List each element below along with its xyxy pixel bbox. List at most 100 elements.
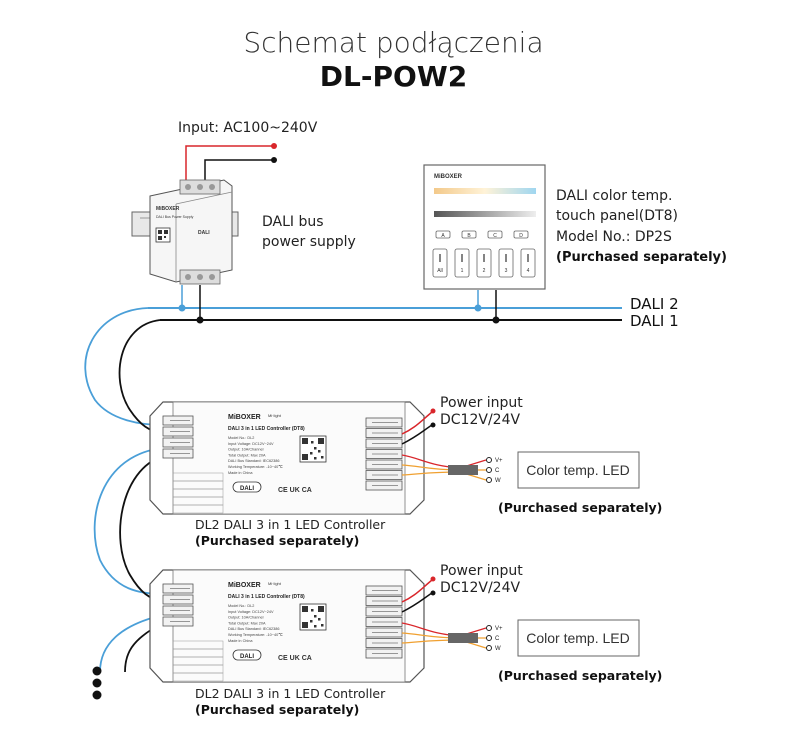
qr-module <box>310 452 313 455</box>
psu-device-text: DALI Bus Power Supply <box>156 215 194 219</box>
panel-switch <box>476 248 492 278</box>
controller-logo: MiBOXER <box>228 414 261 421</box>
qr-module <box>311 609 314 612</box>
model-title: DL-POW2 <box>319 60 468 93</box>
bus-label-dali2: DALI 2 <box>630 295 679 313</box>
led-pin-label: V+ <box>495 458 503 464</box>
ctrl2-purchased: (Purchased separately) <box>195 702 360 717</box>
qr-finder <box>318 438 324 444</box>
panel-switch-label: 3 <box>505 268 508 274</box>
controller-cert-marks: CE UK CA <box>278 487 312 494</box>
panel-logo: MiBOXER <box>434 174 463 180</box>
panel-label-line2: touch panel(DT8) <box>556 208 678 224</box>
qr-module <box>311 441 314 444</box>
ctrl1-name: DL2 DALI 3 in 1 LED Controller <box>195 517 386 532</box>
ctrl2-power-input: Power input <box>440 563 523 579</box>
panel-switch-label: 1 <box>461 268 464 274</box>
panel-button-a <box>435 230 451 239</box>
psu-logo: MiBOXER <box>156 206 180 212</box>
controller-cert-marks: CE UK CA <box>278 655 312 662</box>
led-pin-label: C <box>495 636 500 642</box>
qr-module <box>321 624 324 627</box>
ctrl2-led-purchased: (Purchased separately) <box>498 668 663 683</box>
controller-spec-line: DALI Bus Standard: IEC62386 <box>228 627 280 631</box>
panel-button-label: B <box>467 233 471 239</box>
color-temp-led-box <box>517 451 640 489</box>
led-pin-circle <box>486 645 492 651</box>
panel-button-label: A <box>441 233 445 239</box>
controller-spec-line: Made in China <box>228 639 253 643</box>
power-wire-end <box>430 408 436 414</box>
led-pin-circle <box>486 467 492 473</box>
panel-switch <box>432 248 448 278</box>
power-wire-negative <box>401 592 433 613</box>
controller-spec-line: Output: 10A/Channel <box>228 448 264 452</box>
power-wire-end <box>430 576 436 582</box>
qr-finder <box>302 606 308 612</box>
color-temp-led-box <box>517 619 640 657</box>
led-cable-sheath <box>448 633 478 643</box>
bus-label-dali1: DALI 1 <box>630 312 679 330</box>
panel-label-line1: DALI color temp. <box>556 188 673 204</box>
controller-spec-line: Made in China <box>228 471 253 475</box>
qr-finder <box>302 454 308 460</box>
controller-milight-logo: Mi·light <box>268 581 282 586</box>
controller-spec-line: Working Temperature: -10~40℃ <box>228 633 283 637</box>
panel-button-b <box>461 230 477 239</box>
ctrl2-voltage: DC12V/24V <box>440 580 521 596</box>
ac-input-wires <box>185 143 277 190</box>
panel-switch-label: All <box>437 268 443 274</box>
qr-module <box>314 615 317 618</box>
qr-module <box>318 618 321 621</box>
led-pin-label: W <box>495 478 501 484</box>
controller-dali-badge <box>232 481 262 493</box>
controller-spec-line: Input Voltage: DC12V~24V <box>228 442 274 446</box>
led-pin-label: V+ <box>495 626 503 632</box>
controller-spec-line: Output: 10A/Channel <box>228 616 264 620</box>
panel-switch-label: 4 <box>527 268 530 274</box>
panel-switch-label: 2 <box>483 268 486 274</box>
ac-input-label: Input: AC100~240V <box>178 120 318 136</box>
controller-subtitle: DALI 3 in 1 LED Controller (DT8) <box>228 426 305 432</box>
ctrl1-power-input: Power input <box>440 395 523 411</box>
controller-spec-line: Model No.: DL2 <box>228 436 254 440</box>
power-wire-end <box>430 590 436 596</box>
qr-finder <box>318 606 324 612</box>
led-pin-circle <box>486 477 492 483</box>
controller-spec-line: Working Temperature: -10~40℃ <box>228 465 283 469</box>
led-cable-sheath <box>448 465 478 475</box>
ctrl1-led-purchased: (Purchased separately) <box>498 500 663 515</box>
power-wire-positive <box>401 411 433 435</box>
qr-finder <box>302 438 308 444</box>
ctrl2-name: DL2 DALI 3 in 1 LED Controller <box>195 686 386 701</box>
panel-model: Model No.: DP2S <box>556 229 672 245</box>
qr-module <box>321 456 324 459</box>
controller-spec-line: Total Output: Max 20A <box>228 453 266 457</box>
power-wire-positive <box>401 579 433 603</box>
psu-label-line1: DALI bus <box>262 214 324 230</box>
controller-mode-table-row <box>172 504 224 514</box>
controller-spec-line: DALI Bus Standard: IEC62386 <box>228 459 280 463</box>
controller-spec-line: Model No.: DL2 <box>228 604 254 608</box>
dali-power-supply: MiBOXER DALI Bus Power Supply DALI <box>131 179 239 285</box>
panel-button-d <box>513 230 529 239</box>
power-wire-negative <box>401 424 433 445</box>
psu-label-line2: power supply <box>262 234 356 250</box>
panel-button-c <box>487 230 503 239</box>
ctrl1-purchased: (Purchased separately) <box>195 533 360 548</box>
qr-module <box>310 620 313 623</box>
qr-finder <box>302 622 308 628</box>
panel-button-label: C <box>493 233 497 239</box>
psu-dali-mark: DALI <box>198 230 210 236</box>
controller-logo: MiBOXER <box>228 582 261 589</box>
ctrl1-voltage: DC12V/24V <box>440 412 521 428</box>
qr-module <box>314 625 317 628</box>
controller-milight-logo: Mi·light <box>268 413 282 418</box>
dali-bus-lines <box>84 285 622 673</box>
controller-mode-table-row <box>172 672 224 682</box>
qr-module <box>314 447 317 450</box>
